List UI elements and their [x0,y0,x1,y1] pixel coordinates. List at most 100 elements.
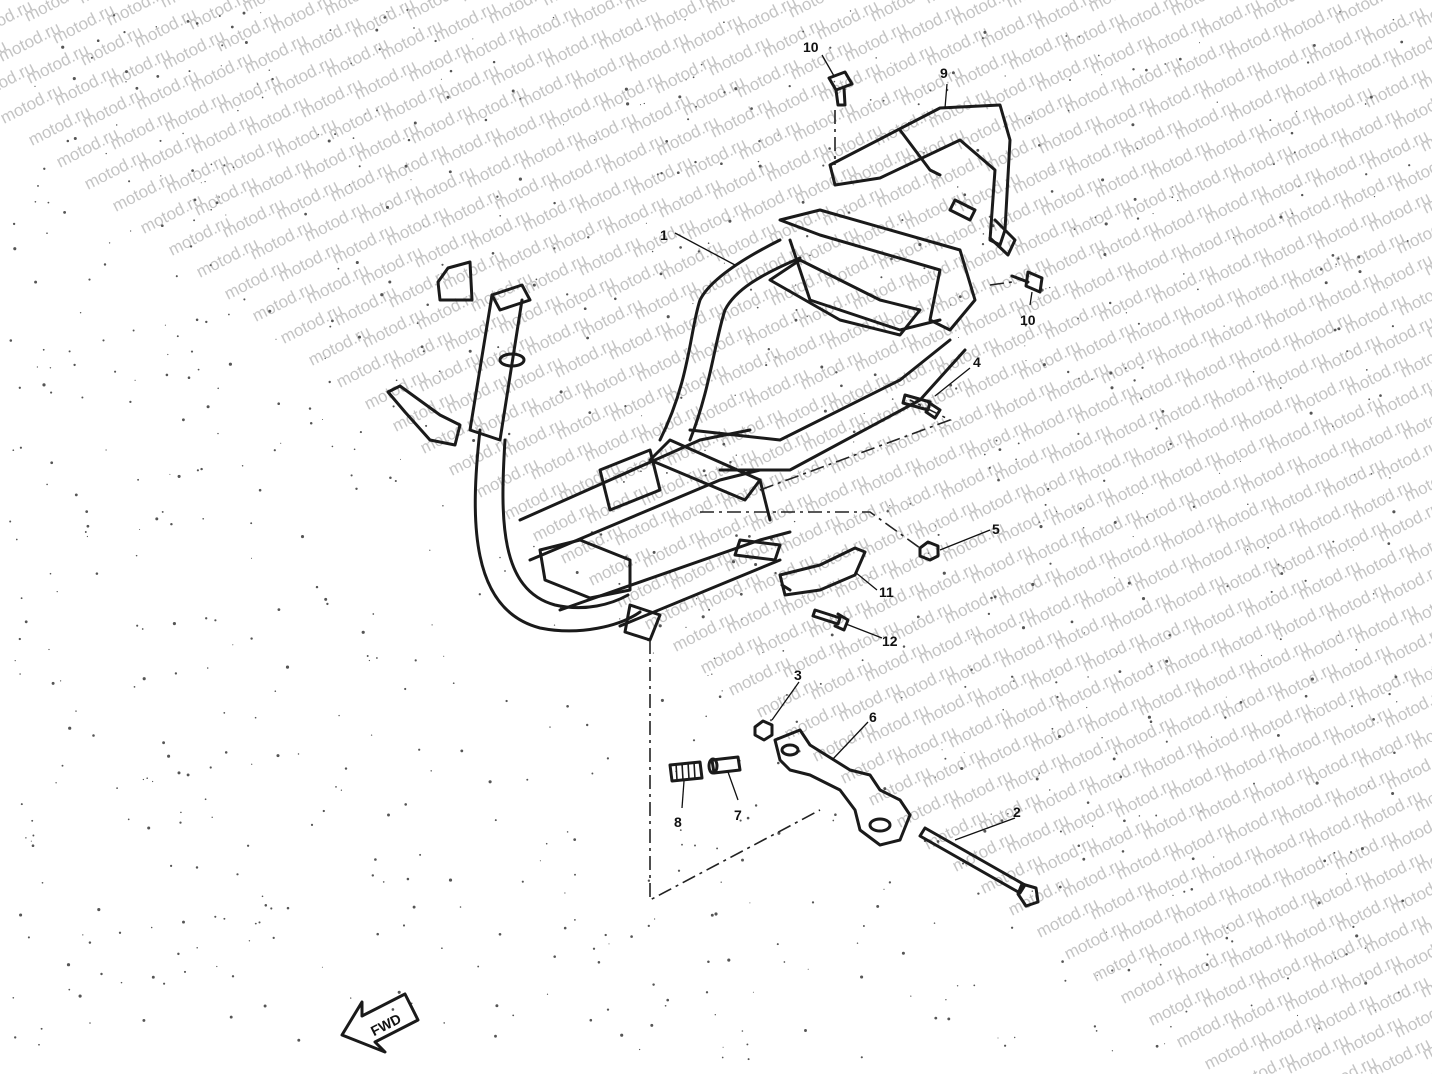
speckle-dot [491,251,495,255]
speckle-dot [806,235,809,238]
speckle-dot [1389,477,1391,479]
speckle-dot [758,140,761,143]
speckle-dot [1152,213,1154,215]
speckle-dot [431,624,433,626]
speckle-dot [329,325,332,328]
speckle-dot [129,400,132,404]
speckle-dot [223,712,226,714]
speckle-dot [1035,777,1039,781]
speckle-dot [1278,850,1280,852]
speckle-dot [1028,117,1031,120]
callout-12: 12 [882,633,898,649]
speckle-dot [1223,325,1225,327]
speckle-dot [574,873,576,876]
speckle-dot [258,921,261,924]
speckle-dot [404,164,408,168]
speckle-dot [256,83,259,85]
speckle-dot [321,418,324,421]
speckle-dot [1168,633,1171,637]
speckle-dot [125,70,128,74]
speckle-dot [1393,751,1396,755]
speckle-dot [1372,718,1375,721]
speckle-dot [142,677,146,681]
speckle-dot [963,193,967,197]
speckle-dot [883,888,885,890]
speckle-dot [687,118,690,121]
speckle-dot [250,522,253,525]
speckle-dot [1373,195,1376,198]
speckle-dot [34,200,37,203]
speckle-dot [702,469,706,473]
speckle-dot [1197,288,1199,291]
speckle-dot [823,409,827,413]
speckle-dot [563,124,565,126]
speckle-dot [997,1037,999,1039]
speckle-dot [361,630,365,634]
speckle-dot [829,46,832,49]
speckle-dot [407,138,411,142]
speckle-dot [472,439,476,442]
speckle-dot [934,1016,938,1020]
speckle-dot [177,474,181,478]
speckle-dot [1397,991,1400,994]
speckle-dot [365,113,367,115]
speckle-dot [1192,505,1196,508]
speckle-dot [34,85,36,87]
speckle-dot [38,1043,40,1046]
speckle-dot [1280,572,1284,575]
speckle-dot [40,1027,43,1030]
speckle-dot [1079,507,1082,510]
speckle-dot [1136,217,1140,220]
speckle-dot [1010,675,1014,678]
speckle-dot [714,912,718,916]
speckle-dot [604,933,607,937]
speckle-dot [652,652,654,654]
speckle-dot [504,570,506,572]
speckle-dot [204,798,207,801]
speckle-dot [1115,752,1118,754]
speckle-dot [402,924,406,927]
speckle-dot [863,412,865,415]
speckle-dot [589,1018,593,1022]
speckle-dot [1164,1043,1166,1045]
speckle-dot [1007,812,1009,815]
speckle-dot [860,1056,863,1059]
speckle-dot [85,510,89,513]
callout-3: 3 [794,667,802,683]
speckle-dot [375,657,378,659]
speckle-dot [378,48,381,51]
speckle-dot [440,78,442,80]
speckle-dot [1095,1030,1098,1032]
speckle-dot [1346,350,1349,353]
speckle-dot [32,834,35,837]
speckle-dot [704,474,707,477]
speckle-dot [1101,74,1103,76]
speckle-dot [277,608,281,611]
speckle-dot [976,148,980,152]
speckle-dot [1078,377,1080,380]
bushing-7 [707,755,742,775]
speckle-dot [1142,492,1144,494]
speckle-dot [180,811,182,814]
speckle-dot [27,936,30,939]
speckle-dot [1141,366,1144,369]
speckle-dot [1188,70,1190,72]
speckle-dot [888,881,892,884]
speckle-dot [1295,110,1298,113]
speckle-dot [1039,525,1043,529]
speckle-dot [619,618,621,620]
speckle-dot [981,37,984,40]
speckle-dot [1127,581,1131,585]
speckle-dot [261,96,264,99]
speckle-dot [746,1043,749,1046]
speckle-dot [25,837,27,839]
speckle-dot [916,615,920,619]
speckle-dot [606,757,610,760]
speckle-dot [97,908,101,912]
speckle-dot [1116,651,1118,654]
speckle-dot [1368,785,1370,787]
speckle-dot [1121,850,1125,853]
speckle-dot [324,357,326,360]
speckle-dot [1172,186,1174,188]
speckle-dot [563,926,567,930]
